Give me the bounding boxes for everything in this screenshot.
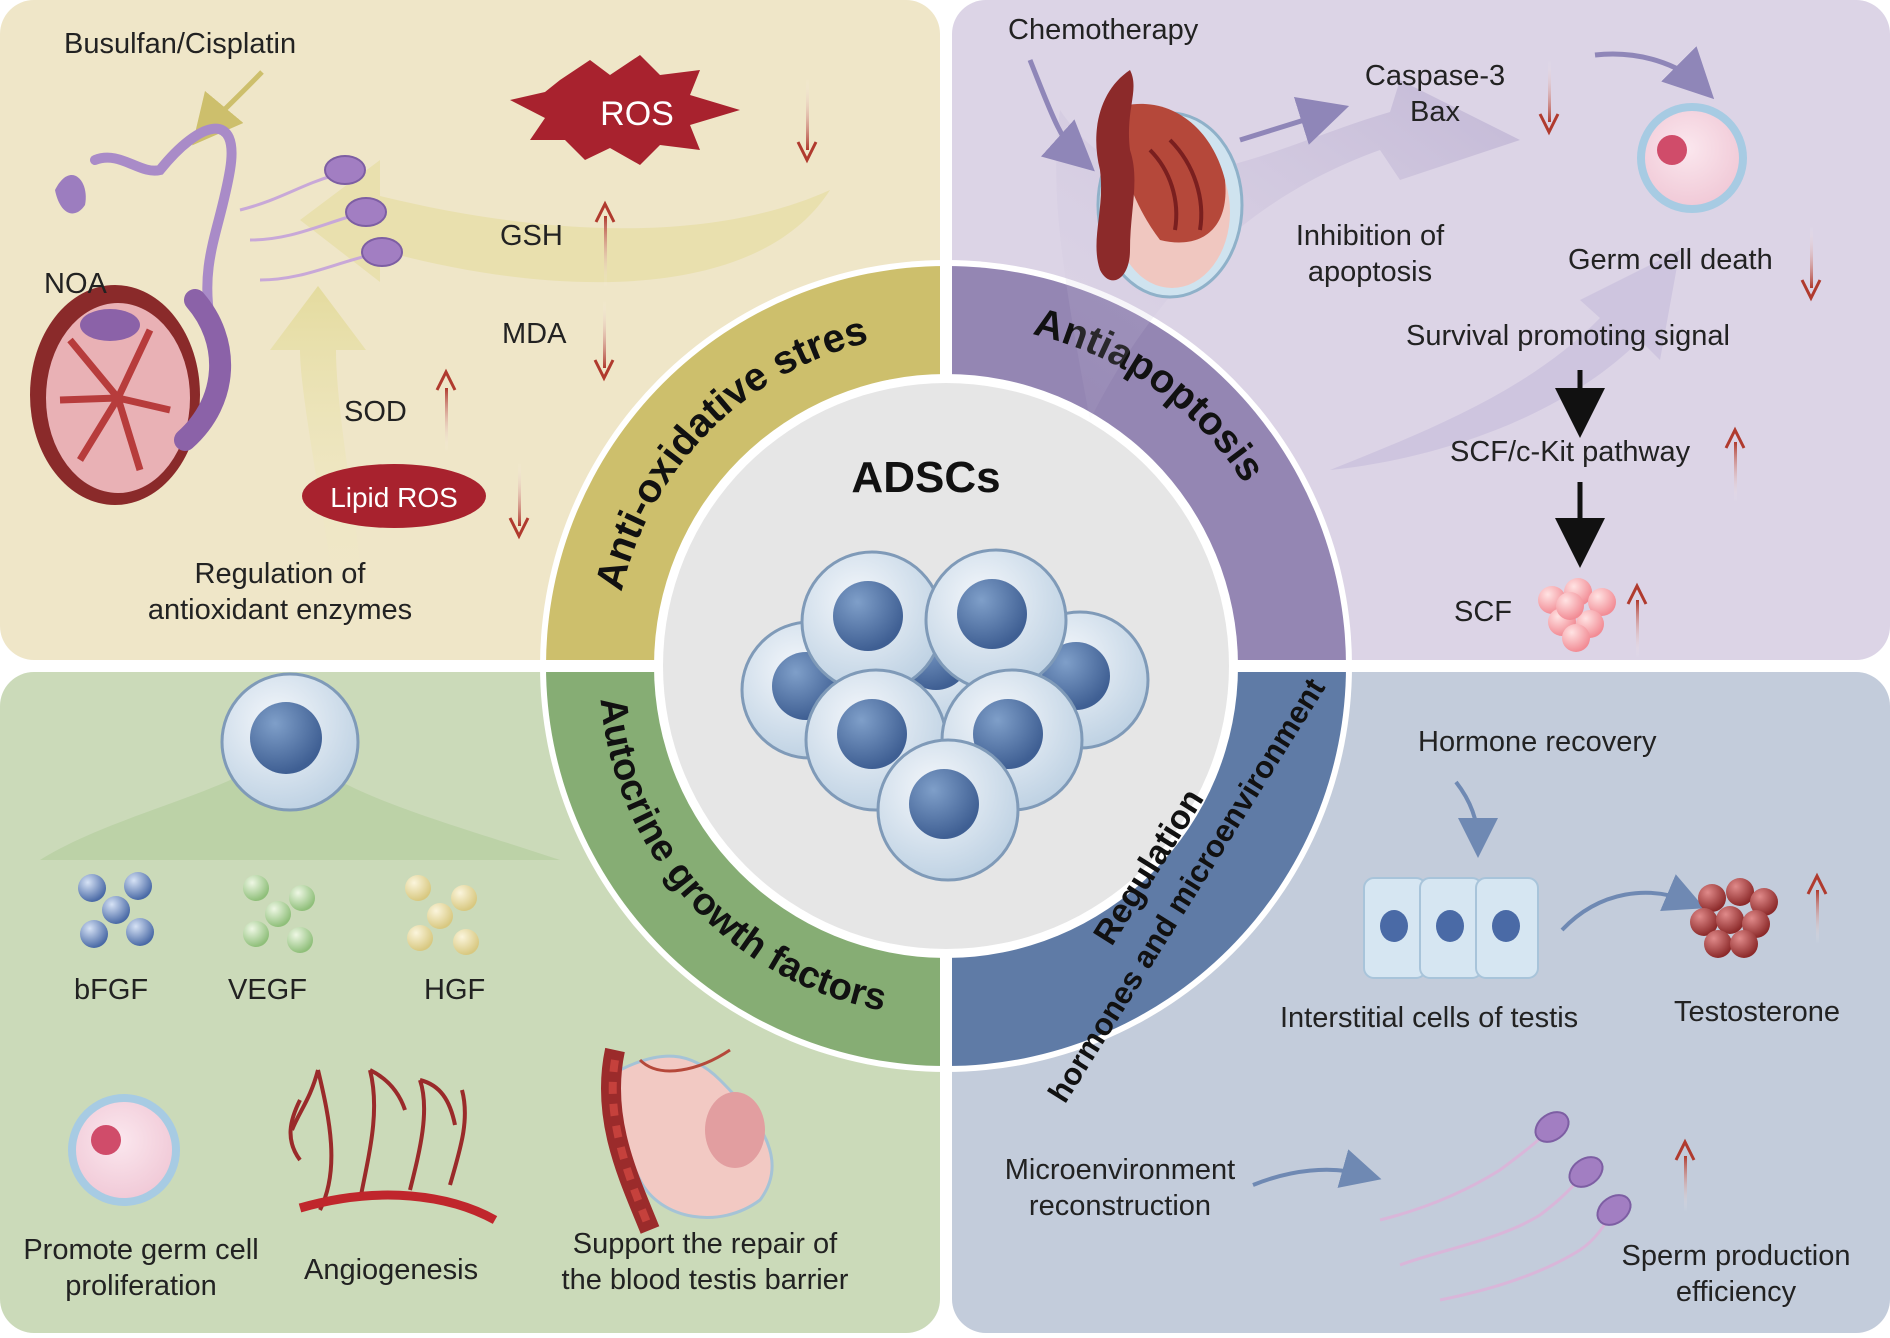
arrow-down-ros [796,78,818,164]
stem-cell-icon [220,672,360,812]
regulation-antioxidant-label: Regulation of antioxidant enzymes [147,558,413,626]
germ-cell-death-label: Germ cell death [1568,244,1773,276]
ros-burst-icon [510,55,740,165]
arrow-down-germ-death [1800,226,1822,302]
hgf-label: HGF [424,974,486,1006]
germ-cell-icon [1637,103,1747,213]
blood-vessel-icon [298,1190,498,1224]
curved-flow-arrow [300,160,830,283]
center-title: ADSCs [851,453,1000,502]
gsh-label: GSH [500,220,563,252]
chemotherapy-label: Chemotherapy [1008,14,1199,46]
sod-label: SOD [344,396,407,428]
blood-testis-barrier-label: Support the repair of the blood testis b… [561,1228,849,1296]
bfgf-cluster-icon [78,872,154,948]
blood-testis-barrier-icon [601,1047,774,1234]
arrow-up-scf-pathway [1724,426,1746,502]
hormone-recovery-label: Hormone recovery [1418,726,1657,758]
adsc-cluster-icon [740,548,1150,882]
chemotherapy-testis-icon [1096,70,1244,299]
germ-cell-proliferation-icon [68,1094,180,1206]
lipid-ros-badge [302,464,486,528]
arrow-down-caspase [1538,60,1560,136]
promote-proliferation-label: Promote germ cell proliferation [23,1234,259,1302]
noa-label: NOA [44,268,107,300]
caspase-bax-label: Caspase-3 Bax [1364,60,1506,128]
interstitial-cells-label: Interstitial cells of testis [1280,1002,1579,1034]
arrow-up-testosterone [1806,872,1828,944]
sperm-icon [239,173,371,282]
microenvironment-label: Microenvironment reconstruction [1004,1154,1236,1222]
arrow-up-sod [435,368,457,452]
scf-pathway-label: SCF/c-Kit pathway [1450,436,1691,468]
mda-label: MDA [502,318,567,350]
survival-signal-label: Survival promoting signal [1406,320,1730,352]
testosterone-label: Testosterone [1674,996,1841,1028]
scf-cluster-icon [1538,578,1616,652]
testosterone-cluster-icon [1690,878,1778,958]
inhibition-apoptosis-label: Inhibition of apoptosis [1295,220,1445,288]
sperm-efficiency-label: Sperm production efficiency [1621,1240,1851,1308]
sperm-swimming-icon [1379,1129,1612,1302]
arrow-up-scf [1626,582,1648,658]
lipid-ros-label: Lipid ROS [330,482,458,513]
bfgf-label: bFGF [74,974,149,1006]
busulfan-label: Busulfan/Cisplatin [64,28,297,60]
arrow-down-lipid-ros [508,462,530,540]
arrow-up-sperm [1674,1138,1696,1212]
vegf-label: VEGF [228,974,307,1006]
angiogenesis-label: Angiogenesis [304,1254,479,1286]
noa-testis-icon [30,123,237,505]
vegf-cluster-icon [243,875,315,953]
scf-label: SCF [1454,596,1512,628]
ros-label: ROS [600,95,674,133]
angiogenesis-icon [288,1068,467,1211]
interstitial-cells-icon [1363,877,1539,979]
arrow-down-mda [593,300,615,382]
hgf-cluster-icon [405,875,479,955]
arrow-up-gsh [594,200,616,288]
